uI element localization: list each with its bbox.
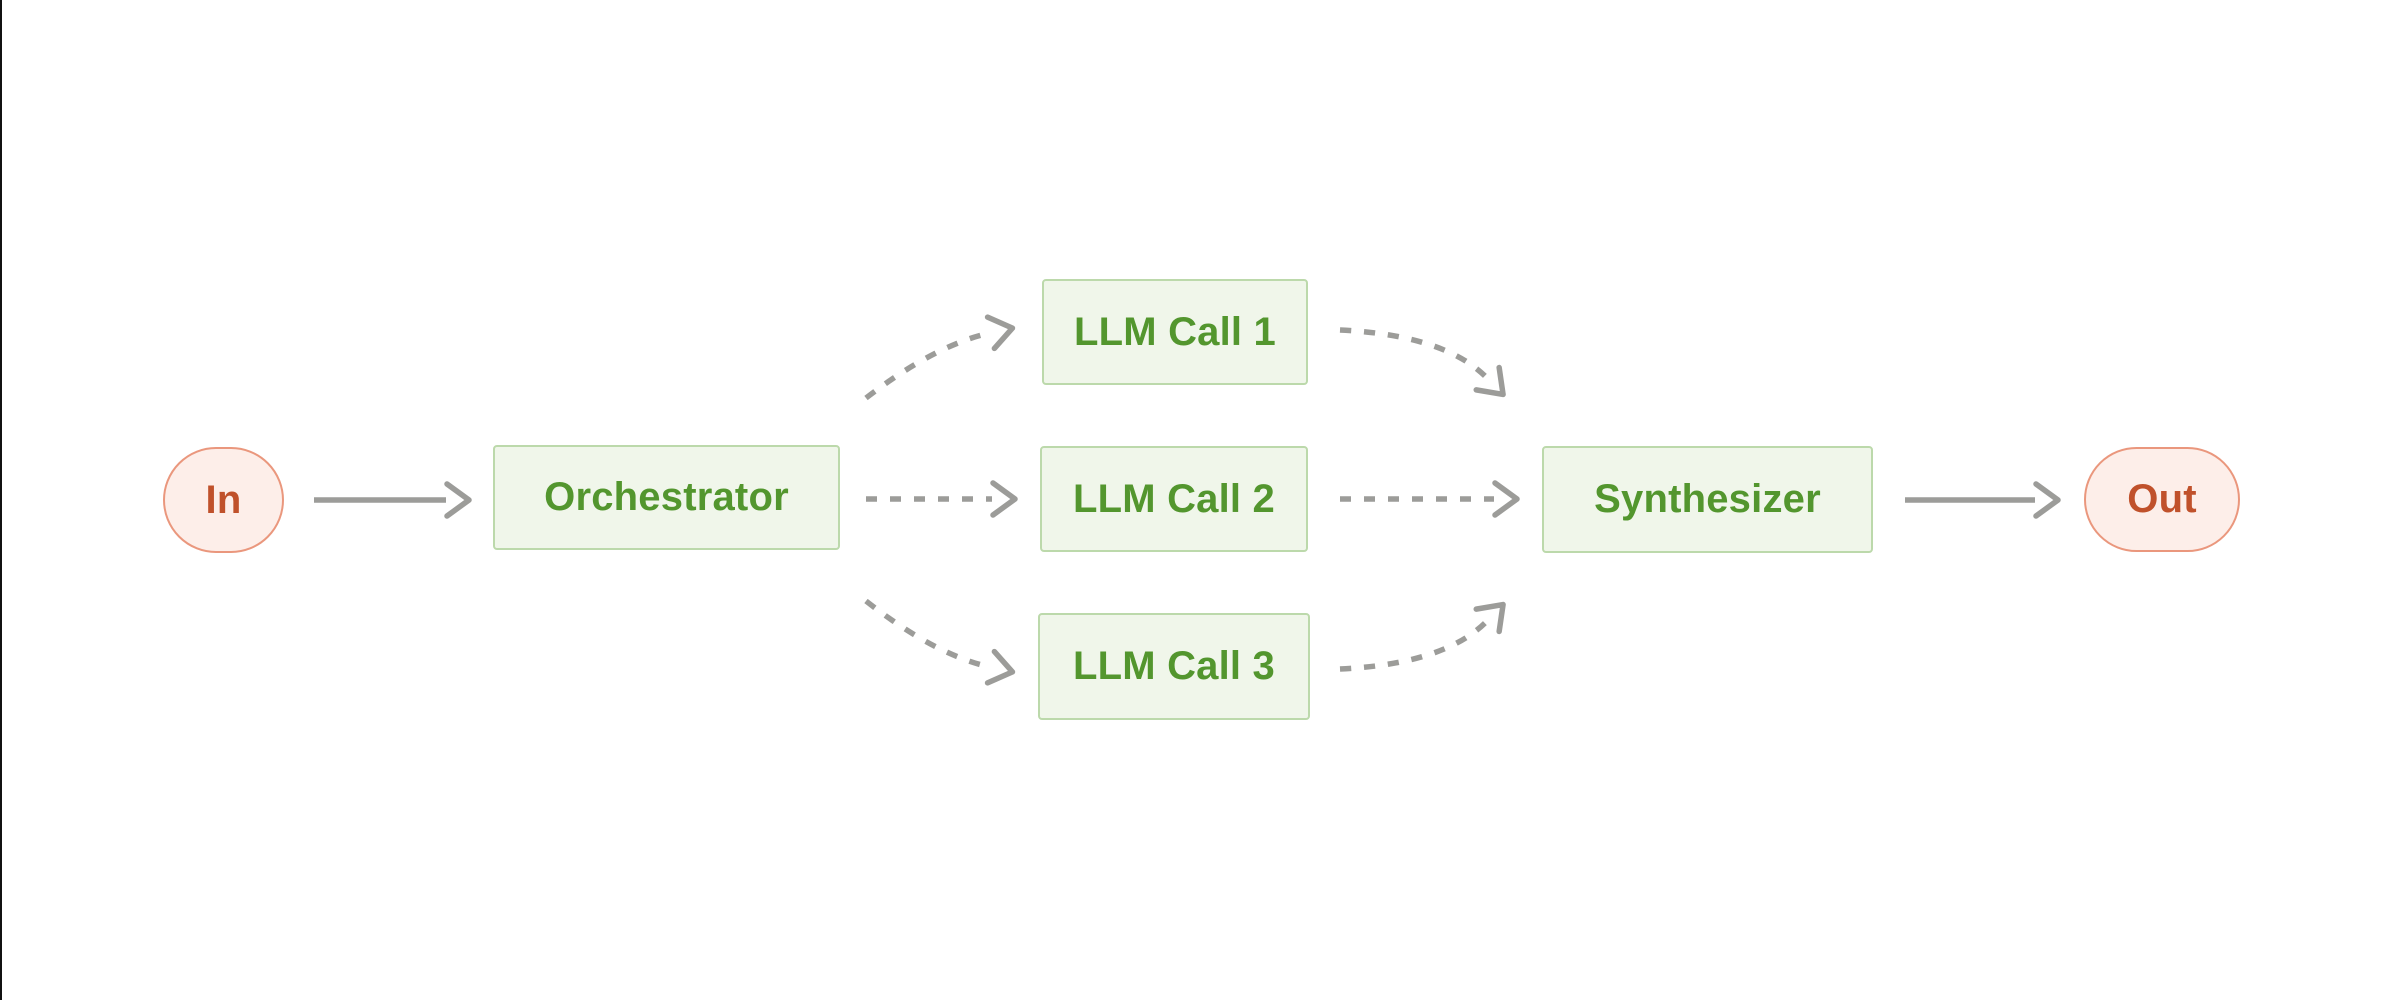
node-synthesizer-label: Synthesizer [1594,477,1821,521]
screenshot-left-edge-line [0,0,2,1000]
node-orchestrator-label: Orchestrator [544,475,789,519]
arrow-llm-call-3-to-synthesizer [1339,601,1506,672]
node-llm-call-2: LLM Call 2 [1040,446,1308,552]
node-llm-call-1-label: LLM Call 1 [1073,309,1277,354]
node-synthesizer: Synthesizer [1542,446,1873,553]
arrow-llm-call-1-to-synthesizer [1339,327,1506,398]
node-in: In [163,447,284,553]
node-llm-call-1: LLM Call 1 [1042,279,1308,385]
arrow-orchestrator-to-llm-call-3 [864,598,1016,686]
node-llm-call-3-label: LLM Call 3 [1072,644,1276,688]
node-out-label: Out [2127,477,2197,521]
node-out: Out [2084,447,2240,552]
node-orchestrator: Orchestrator [493,445,840,550]
node-llm-call-3: LLM Call 3 [1038,613,1310,720]
node-in-label: In [205,477,242,522]
arrow-orchestrator-to-llm-call-1 [864,314,1016,401]
node-llm-call-2-label: LLM Call 2 [1072,476,1276,521]
